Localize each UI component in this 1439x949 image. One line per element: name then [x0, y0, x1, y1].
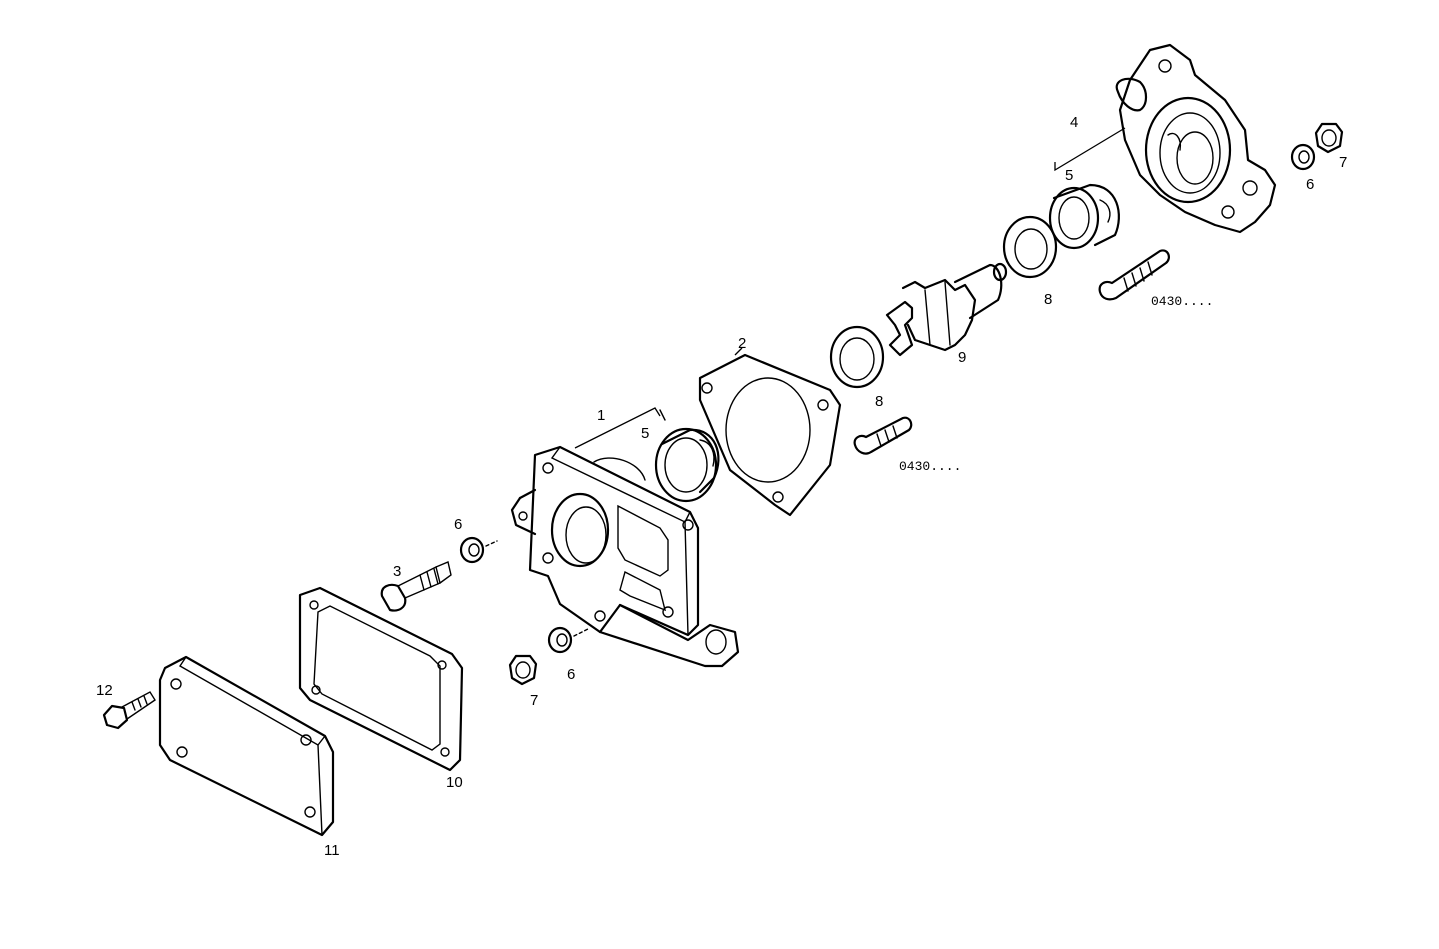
housing — [510, 409, 740, 668]
seal-ring-upper — [1002, 215, 1058, 279]
washer-left-lower — [547, 626, 591, 654]
nut-left — [508, 654, 538, 686]
washer-right — [1290, 143, 1316, 171]
label-2: 2 — [738, 335, 746, 352]
flange-gasket — [698, 353, 842, 517]
flange-cover — [1115, 43, 1277, 234]
bushing-upper — [1048, 183, 1120, 250]
label-8-upper: 8 — [1044, 291, 1052, 308]
label-6-left-lower: 6 — [567, 666, 575, 683]
label-7-right: 7 — [1339, 154, 1347, 171]
label-6-right: 6 — [1306, 176, 1314, 193]
label-4: 4 — [1070, 114, 1078, 131]
label-10: 10 — [446, 774, 463, 791]
stud-lower — [853, 416, 913, 455]
stud-upper — [1098, 249, 1170, 301]
cover-plate — [158, 655, 335, 837]
part-labels: 1 2 3 4 5 5 6 6 6 7 7 8 8 9 10 11 12 043… — [96, 114, 1347, 859]
nut-right — [1314, 122, 1344, 154]
label-stud-code-upper: 0430.... — [1151, 294, 1213, 309]
label-1: 1 — [597, 407, 605, 424]
bolt — [380, 561, 452, 612]
seal-ring-lower — [829, 325, 885, 389]
label-11: 11 — [324, 842, 340, 859]
label-5-lower: 5 — [641, 425, 649, 442]
label-7-left: 7 — [530, 692, 538, 709]
label-3: 3 — [393, 563, 401, 580]
label-12: 12 — [96, 682, 113, 699]
cover-screw — [102, 691, 156, 730]
label-5-upper: 5 — [1065, 167, 1073, 184]
gear-shaft — [885, 262, 1008, 357]
label-6-left-upper: 6 — [454, 516, 462, 533]
leader-lines — [574, 127, 1126, 449]
washer-left-upper — [459, 536, 498, 564]
bushing-lower — [654, 427, 720, 503]
cover-gasket — [298, 586, 464, 772]
label-8-lower: 8 — [875, 393, 883, 410]
label-stud-code-lower: 0430.... — [899, 459, 961, 474]
label-9: 9 — [958, 349, 966, 366]
